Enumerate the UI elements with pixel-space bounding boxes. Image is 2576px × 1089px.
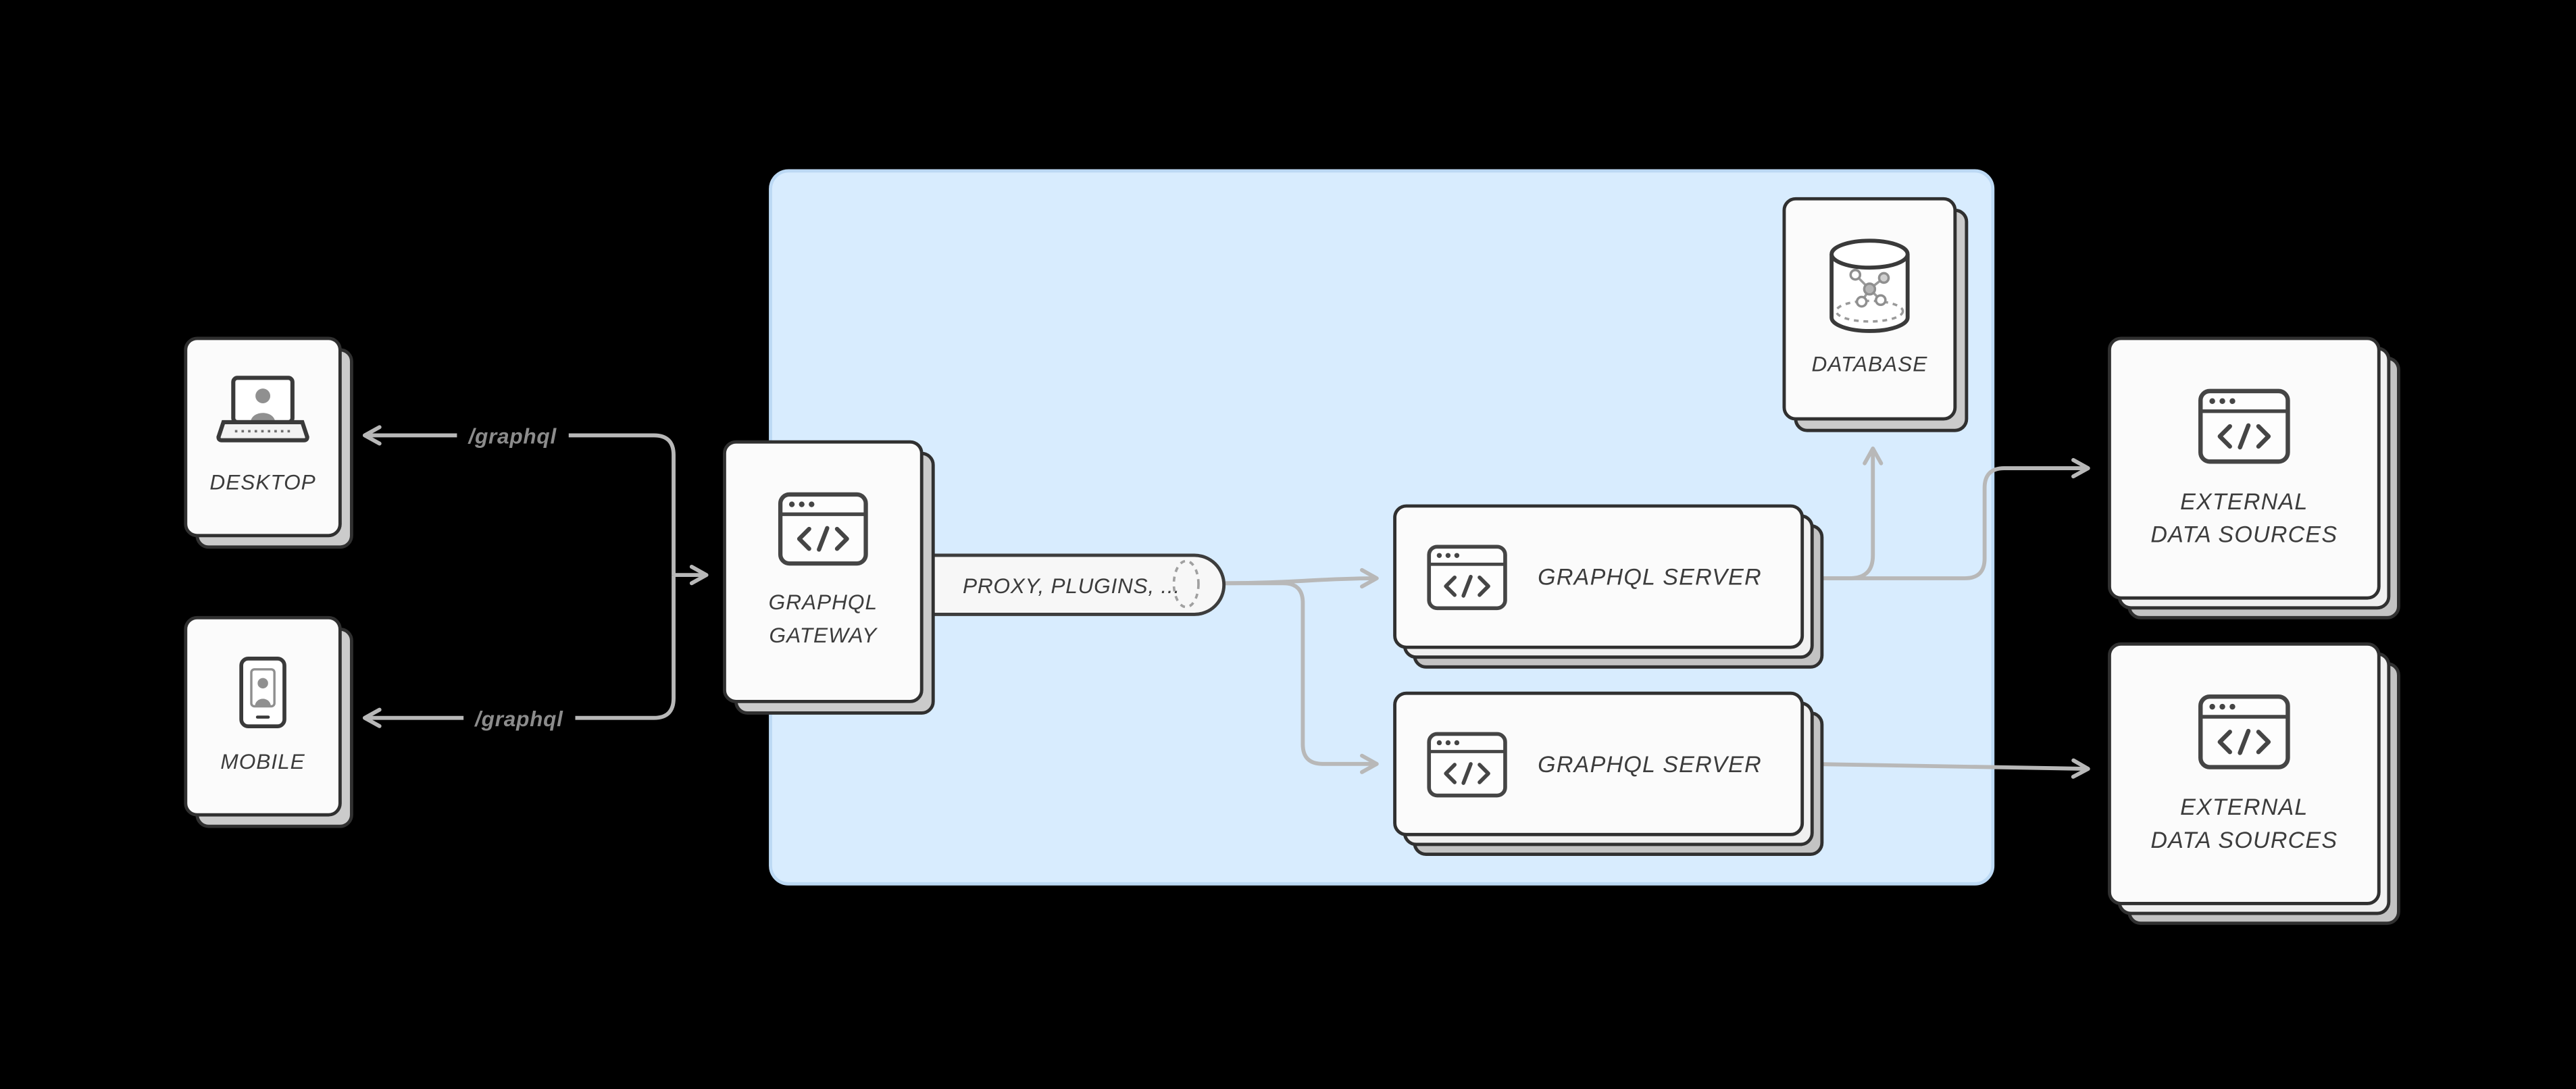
proxy-label: PROXY, PLUGINS, ... (963, 572, 1180, 597)
mobile-label: MOBILE (220, 748, 305, 774)
laptop-user-icon (216, 374, 311, 450)
database-graph-icon (1825, 236, 1914, 335)
graphql-endpoint-label-desktop: /graphql (457, 422, 569, 451)
code-window-icon (777, 491, 869, 567)
gateway-label-line2: GATEWAY (769, 622, 878, 648)
mobile-client-card: MOBILE (184, 615, 353, 828)
external-data-sources-card-2: EXTERNAL DATA SOURCES (2107, 642, 2400, 926)
graphql-server-card-1: GRAPHQL SERVER (1393, 504, 1824, 669)
graphql-endpoint-label-mobile: /graphql (463, 705, 575, 733)
code-window-icon (2196, 387, 2292, 464)
desktop-label: DESKTOP (209, 470, 316, 495)
graphql-server-card-2: GRAPHQL SERVER (1393, 691, 1824, 856)
edge-gateway-to-desktop (362, 425, 676, 576)
external-label-line2: DATA SOURCES (2150, 825, 2338, 852)
code-window-icon (1426, 543, 1509, 611)
edge-gateway-to-mobile (362, 575, 676, 728)
gateway-label: GRAPHQL GATEWAY (769, 586, 878, 652)
server-label: GRAPHQL SERVER (1538, 751, 1762, 778)
external-label-line1: EXTERNAL (2180, 792, 2308, 819)
server-label: GRAPHQL SERVER (1538, 563, 1762, 590)
desktop-client-card: DESKTOP (184, 336, 353, 549)
phone-user-icon (238, 655, 288, 728)
graphql-gateway-card: GRAPHQL GATEWAY (722, 440, 935, 715)
external-data-sources-card-1: EXTERNAL DATA SOURCES (2107, 336, 2400, 619)
code-window-icon (1426, 730, 1509, 798)
database-label: DATABASE (1811, 351, 1928, 376)
code-window-icon (2196, 692, 2292, 769)
external-sources-label: EXTERNAL DATA SOURCES (2150, 789, 2338, 855)
external-label-line2: DATA SOURCES (2150, 520, 2338, 547)
external-label-line1: EXTERNAL (2180, 487, 2308, 513)
database-card: DATABASE (1782, 197, 1969, 432)
gateway-label-line1: GRAPHQL (768, 590, 878, 615)
proxy-pipeline: PROXY, PLUGINS, ... (907, 553, 1226, 616)
external-sources-label: EXTERNAL DATA SOURCES (2150, 484, 2338, 549)
